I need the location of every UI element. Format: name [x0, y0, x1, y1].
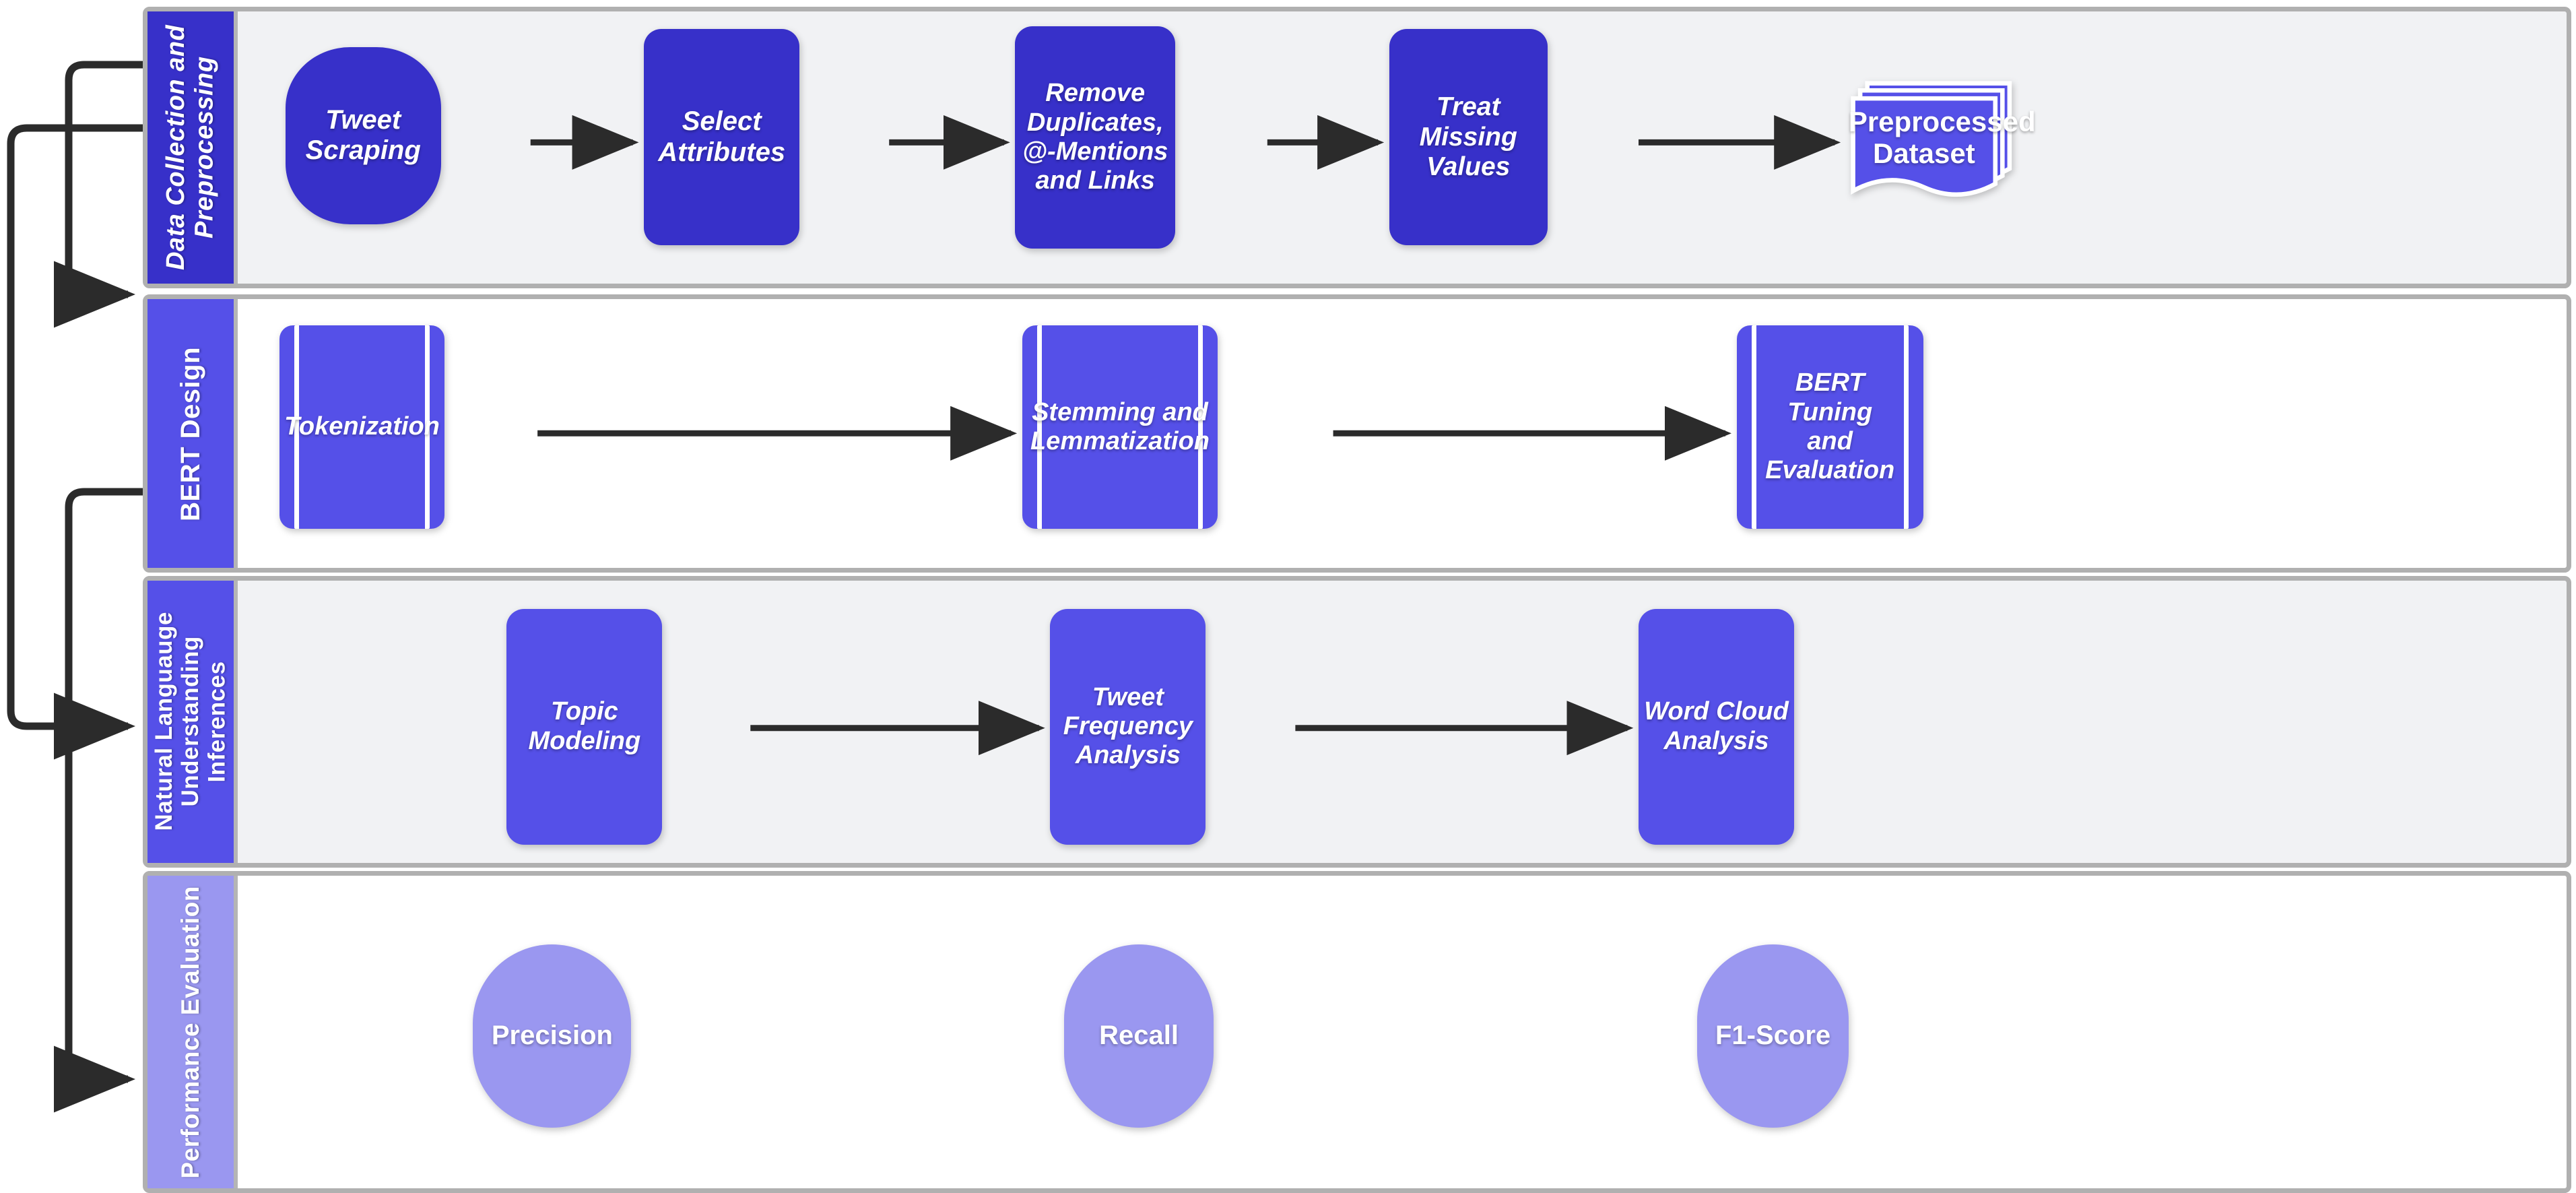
lane-data-collection-and-preprocessing: Data Collection and Preprocessing Tweet … [143, 6, 2571, 288]
node-f1-score-label: F1-Score [1715, 1021, 1831, 1051]
node-tweet-scraping[interactable]: Tweet Scraping [285, 47, 441, 224]
stacked-documents-icon [1851, 81, 2012, 197]
lane-2-band-divider [234, 299, 238, 569]
lane-bert-design: BERT Design Tokenization Stemming and Le… [143, 294, 2571, 573]
lane-3-label-band: Natural Languauge Understanding Inferenc… [147, 581, 234, 863]
lane-4-band-divider [234, 875, 238, 1189]
node-topic-modeling[interactable]: Topic Modeling [506, 608, 663, 845]
lane-1-band-divider [234, 11, 238, 284]
lane-2-panel: Tokenization Stemming and Lemmatization … [238, 299, 2567, 568]
node-word-cloud-analysis[interactable]: Word Cloud Analysis [1639, 608, 1794, 845]
node-tweet-frequency-analysis[interactable]: Tweet Frequency Analysis [1050, 608, 1206, 845]
lane-natural-languauge-understanding-inferences: Natural Languauge Understanding Inferenc… [143, 576, 2571, 868]
lane-2-label-band: BERT Design [147, 299, 234, 569]
node-word-cloud-analysis-label: Word Cloud Analysis [1644, 697, 1789, 755]
lane-4-panel: Precision Recall F1-Score [238, 876, 2567, 1189]
link-lane3-to-lane4 [54, 488, 143, 1113]
lane-1-label-band: Data Collection and Preprocessing [147, 11, 234, 284]
lane-2-flow-arrows [537, 406, 1731, 461]
node-precision[interactable]: Precision [473, 944, 632, 1128]
node-stemming-and-lemmatization[interactable]: Stemming and Lemmatization [1022, 325, 1218, 529]
link-outer-to-lane3 [7, 124, 143, 760]
lane-3-panel: Topic Modeling Tweet Frequency Analysis … [238, 581, 2567, 863]
link-lane1-to-lane2 [54, 61, 143, 328]
node-bert-tuning-and-evaluation-label: BERT Tuning and Evaluation [1765, 368, 1895, 485]
node-preprocessed-dataset-label: Preprocessed Dataset [1848, 105, 2036, 169]
lane-1-panel: Tweet Scraping Select Attributes Remove … [238, 11, 2567, 284]
node-bert-tuning-and-evaluation[interactable]: BERT Tuning and Evaluation [1736, 325, 1923, 529]
lane-2-label: BERT Design [175, 346, 205, 521]
node-treat-missing-values[interactable]: Treat Missing Values [1389, 29, 1548, 246]
node-stemming-and-lemmatization-label: Stemming and Lemmatization [1030, 397, 1210, 455]
node-treat-missing-values-label: Treat Missing Values [1419, 92, 1517, 182]
node-recall-label: Recall [1099, 1021, 1179, 1051]
node-preprocessed-dataset[interactable]: Preprocessed Dataset [1846, 21, 2036, 263]
node-recall[interactable]: Recall [1064, 944, 1214, 1128]
node-select-attributes[interactable]: Select Attributes [644, 29, 800, 246]
node-tweet-frequency-analysis-label: Tweet Frequency Analysis [1063, 682, 1193, 770]
lane-3-label: Natural Languauge Understanding Inferenc… [151, 612, 230, 832]
lane-3-band-divider [234, 581, 238, 863]
lane-4-label-band: Performance Evaluation [147, 875, 234, 1189]
lane-performance-evaluation: Performance Evaluation Precision Recall … [143, 870, 2571, 1193]
node-tokenization[interactable]: Tokenization [279, 325, 444, 529]
node-tweet-scraping-label: Tweet Scraping [305, 104, 421, 166]
node-tokenization-label: Tokenization [284, 412, 440, 441]
node-remove-duplicates-label: Remove Duplicates, @-Mentions and Links [1022, 79, 1168, 195]
lane-4-label: Performance Evaluation [176, 885, 205, 1179]
node-f1-score[interactable]: F1-Score [1697, 944, 1849, 1128]
node-remove-duplicates[interactable]: Remove Duplicates, @-Mentions and Links [1015, 26, 1175, 249]
node-topic-modeling-label: Topic Modeling [528, 697, 641, 755]
node-precision-label: Precision [491, 1021, 613, 1051]
lane-1-label: Data Collection and Preprocessing [162, 24, 219, 270]
node-select-attributes-label: Select Attributes [658, 106, 786, 167]
